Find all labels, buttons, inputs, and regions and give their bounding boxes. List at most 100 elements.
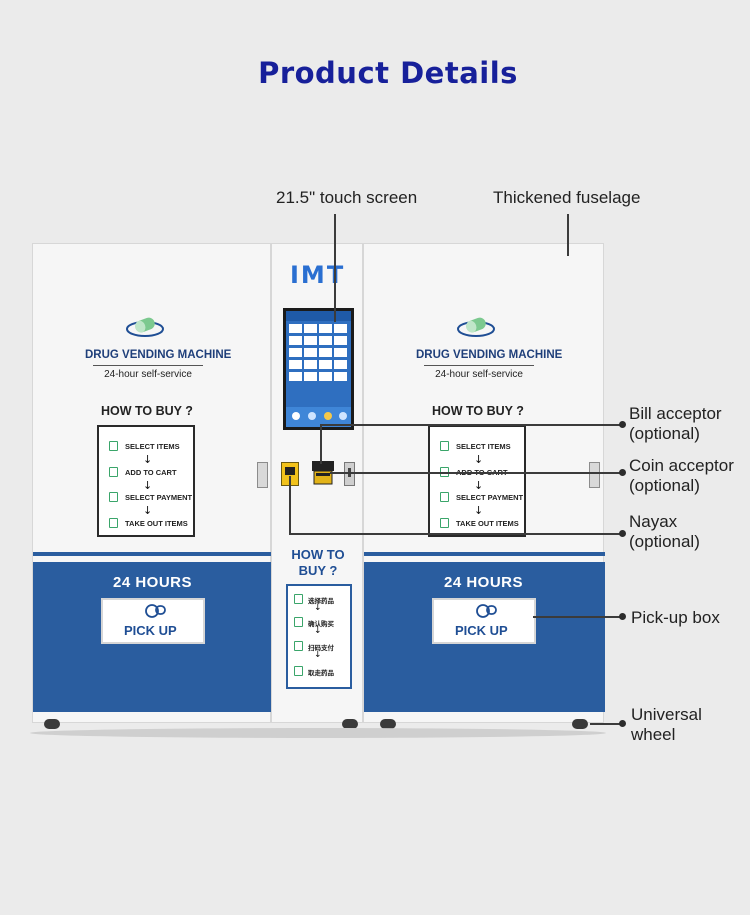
blue-stripe [33, 552, 272, 556]
step-3: SELECT PAYMENT [125, 493, 193, 502]
center-how-to-buy-line1: HOW TO [291, 547, 345, 562]
callout-wheel: Universal wheel [631, 705, 702, 745]
pickup-window: PICK UP [101, 598, 205, 644]
logo-title: DRUG VENDING MACHINE [85, 349, 232, 361]
arrow-down-icon: ↓ [314, 603, 322, 613]
center-step-4: 取走药品 [308, 670, 334, 677]
leader-bill [320, 424, 622, 426]
pickup-window: PICK UP [432, 598, 536, 644]
leader-dot [619, 469, 626, 476]
payment-icon [440, 492, 449, 502]
wheel-icon [380, 719, 396, 729]
wheel-icon [572, 719, 588, 729]
pickup-label: PICK UP [124, 623, 177, 638]
left-cabinet: DRUG VENDING MACHINE 24-hour self-servic… [32, 243, 272, 723]
arrow-down-icon: ↓ [474, 479, 484, 492]
steps-card: SELECT ITEMS ↓ ADD TO CART ↓ SELECT PAYM… [428, 425, 526, 537]
center-how-to-buy: HOW TO BUY ? [286, 547, 350, 578]
brand-logo: IMT [290, 261, 346, 289]
take-out-icon [294, 666, 303, 676]
blue-stripe [364, 552, 605, 556]
touch-screen[interactable] [283, 308, 354, 430]
how-to-buy-heading: HOW TO BUY ? [432, 404, 524, 418]
screen-footer [286, 407, 351, 427]
center-step-3: 扫码支付 [308, 645, 334, 652]
door-handle [589, 462, 600, 488]
page-title: Product Details [258, 56, 518, 90]
leader-pickup [533, 616, 622, 618]
step-1: SELECT ITEMS [125, 442, 180, 451]
callout-nayax: Nayax (optional) [629, 512, 700, 552]
leader-touch-screen [334, 214, 336, 322]
blue-base-panel: 24 HOURS PICK UP [33, 562, 272, 712]
callout-coin: Coin acceptor (optional) [629, 456, 734, 496]
pickup-label: PICK UP [455, 623, 508, 638]
step-3: SELECT PAYMENT [456, 493, 524, 502]
logo-subtitle: 24-hour self-service [93, 365, 203, 380]
hours-label: 24 HOURS [444, 574, 524, 591]
pill-bottle-icon [144, 603, 166, 619]
steps-card: SELECT ITEMS ↓ ADD TO CART ↓ SELECT PAYM… [97, 425, 195, 537]
arrow-down-icon: ↓ [474, 453, 484, 466]
center-step-2: 确认购买 [308, 621, 334, 628]
arrow-down-icon: ↓ [143, 479, 153, 492]
leader-dot [619, 530, 626, 537]
callout-touch-screen: 21.5" touch screen [276, 188, 418, 207]
callout-nayax-line1: Nayax [629, 512, 678, 531]
arrow-down-icon: ↓ [314, 650, 322, 660]
center-step-1: 选择药品 [308, 598, 334, 605]
arrow-down-icon: ↓ [474, 504, 484, 517]
leader-coin [330, 472, 622, 474]
how-to-buy-heading: HOW TO BUY ? [101, 404, 193, 418]
arrow-down-icon: ↓ [143, 453, 153, 466]
vending-machine: DRUG VENDING MACHINE 24-hour self-servic… [32, 243, 605, 729]
screen-grid [289, 324, 349, 392]
callout-fuselage: Thickened fuselage [493, 188, 641, 207]
step-1: SELECT ITEMS [456, 442, 511, 451]
hours-label: 24 HOURS [113, 574, 193, 591]
pill-logo-icon [125, 316, 165, 340]
center-column: IMT [271, 243, 363, 723]
center-steps-card: 选择药品 ↓ 确认购买 ↓ 扫码支付 ↓ 取走药品 [286, 584, 352, 689]
door-handle [257, 462, 268, 488]
step-4: TAKE OUT ITEMS [456, 519, 519, 528]
callout-coin-line2: (optional) [629, 476, 700, 495]
bill-acceptor[interactable] [311, 460, 335, 486]
leader-fuselage [567, 214, 569, 256]
callout-wheel-line2: wheel [631, 725, 676, 744]
cart-icon [294, 617, 303, 627]
step-2: ADD TO CART [125, 468, 177, 477]
pill-logo-icon [456, 316, 496, 340]
select-icon [294, 594, 303, 604]
select-icon [440, 441, 449, 451]
take-out-icon [440, 518, 449, 528]
callout-bill-line1: Bill acceptor [629, 404, 722, 423]
leader-nayax [289, 533, 622, 535]
leader-bill-vertical [320, 424, 322, 464]
pill-bottle-icon [475, 603, 497, 619]
step-4: TAKE OUT ITEMS [125, 519, 188, 528]
center-how-to-buy-line2: BUY ? [298, 563, 338, 578]
coin-acceptor[interactable] [344, 462, 355, 486]
callout-coin-line1: Coin acceptor [629, 456, 734, 475]
arrow-down-icon: ↓ [314, 626, 322, 636]
logo-title: DRUG VENDING MACHINE [416, 349, 563, 361]
right-cabinet: DRUG VENDING MACHINE 24-hour self-servic… [363, 243, 605, 723]
callout-bill: Bill acceptor (optional) [629, 404, 722, 444]
leader-nayax-vertical [289, 476, 291, 534]
logo-subtitle: 24-hour self-service [424, 365, 534, 380]
payment-icon [109, 492, 118, 502]
screen-header [286, 311, 351, 321]
callout-bill-line2: (optional) [629, 424, 700, 443]
callout-nayax-line2: (optional) [629, 532, 700, 551]
cart-icon [109, 467, 118, 477]
leader-dot [619, 613, 626, 620]
wheel-icon [342, 719, 358, 729]
callout-wheel-line1: Universal [631, 705, 702, 724]
callout-pickup-box: Pick-up box [631, 608, 720, 627]
payment-icon [294, 641, 303, 651]
floor-shadow [30, 728, 606, 738]
leader-dot [619, 720, 626, 727]
arrow-down-icon: ↓ [143, 504, 153, 517]
wheel-icon [44, 719, 60, 729]
